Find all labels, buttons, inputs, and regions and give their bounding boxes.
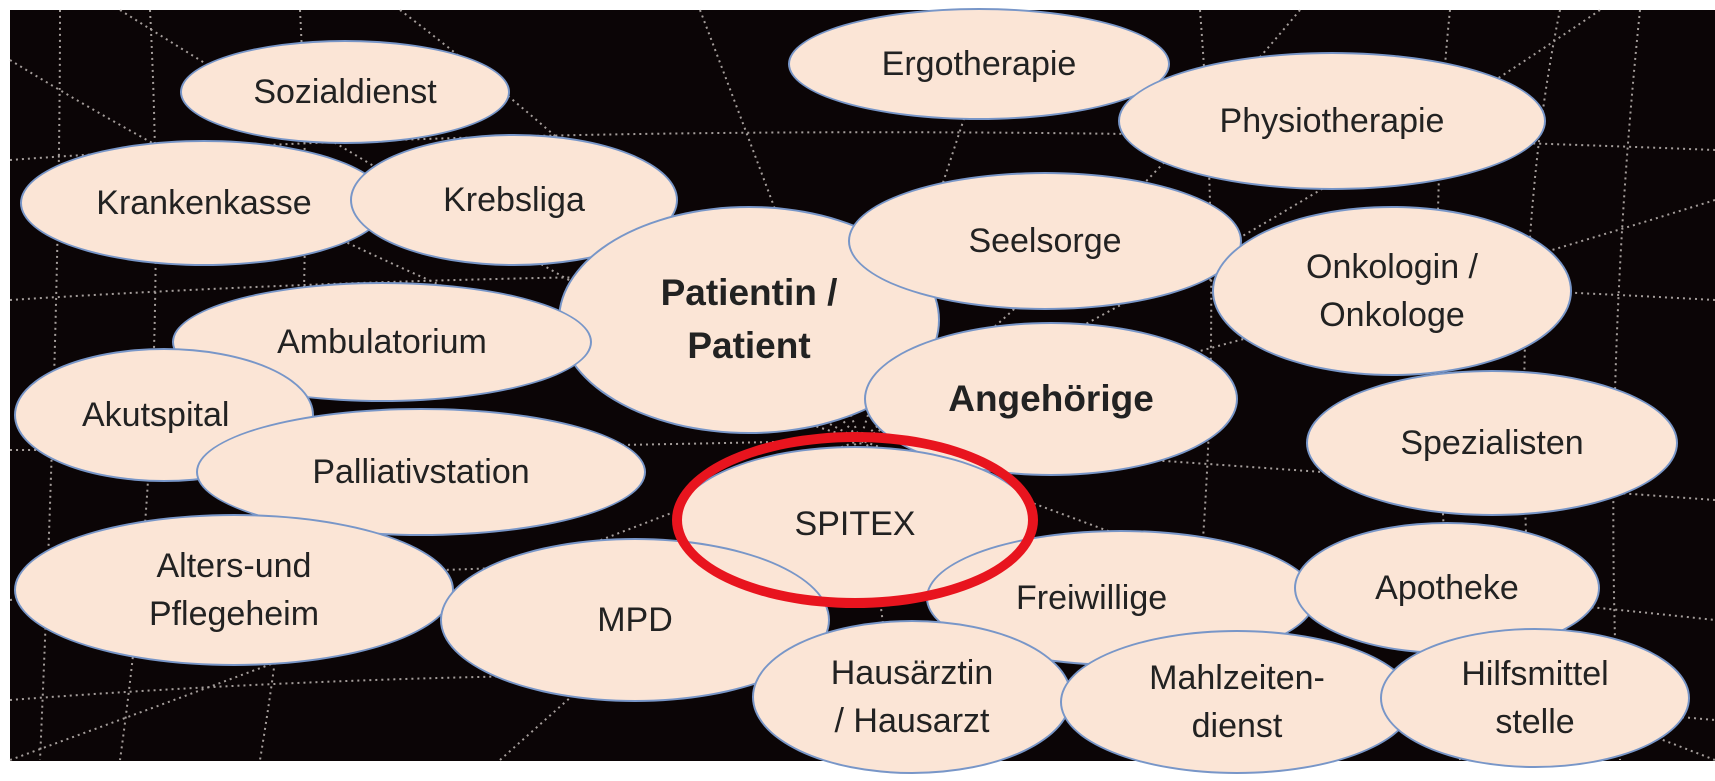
node-sozialdienst: Sozialdienst	[180, 40, 510, 144]
node-hausaerztin: Hausärztin / Hausarzt	[752, 620, 1072, 774]
node-physiotherapie: Physiotherapie	[1118, 52, 1546, 190]
node-krankenkasse: Krankenkasse	[20, 140, 388, 266]
node-seelsorge: Seelsorge	[848, 172, 1242, 310]
node-hilfsmittelstelle: Hilfsmittel stelle	[1380, 628, 1690, 768]
node-mahlzeitendienst: Mahlzeiten- dienst	[1060, 630, 1414, 774]
node-ergotherapie: Ergotherapie	[788, 8, 1170, 120]
spitex-highlight-ring	[672, 432, 1038, 608]
node-spezialisten: Spezialisten	[1306, 370, 1678, 516]
node-alters-pflegeheim: Alters-und Pflegeheim	[14, 514, 454, 666]
node-onkologe: Onkologin / Onkologe	[1212, 206, 1572, 376]
